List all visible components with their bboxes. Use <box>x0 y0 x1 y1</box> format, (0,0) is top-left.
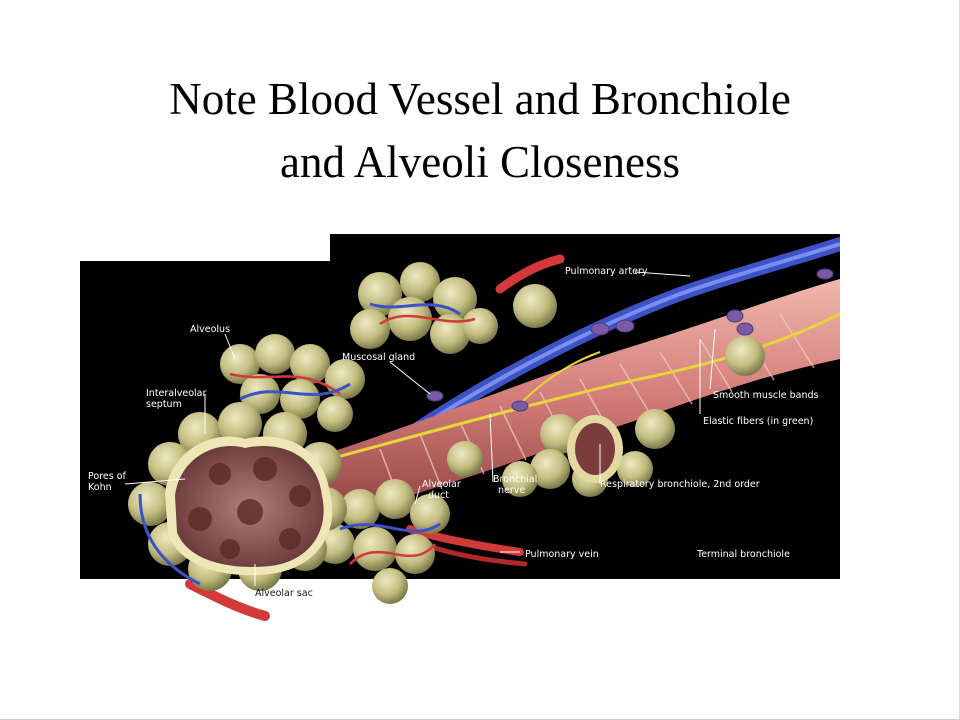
alveoli-cluster-left <box>220 334 365 432</box>
bronchial-nerve-fiber <box>329 312 840 461</box>
illustration-svg: Pulmonary artery Alveolus Muscosal gland… <box>80 234 840 630</box>
label-pulmonary-vein: Pulmonary vein <box>525 549 599 560</box>
alveolar-sac <box>128 402 347 591</box>
nerve-branch <box>519 351 601 405</box>
label-terminal-bronchiole: Terminal bronchiole <box>696 549 790 560</box>
respiratory-bronchiole-lumen <box>575 423 615 475</box>
pulmonary-artery-highlight <box>408 242 840 436</box>
label-leader-lines <box>124 271 716 586</box>
label-alveolar-duct-2: duct <box>428 490 449 501</box>
label-bronchial-nerve-2: nerve <box>498 485 525 496</box>
label-alveolar-sac: Alveolar sac <box>255 588 313 599</box>
label-interalveolar-septum-1: Interalveolar <box>146 388 206 399</box>
label-respiratory-bronchiole: Respiratory bronchiole, 2nd order <box>600 479 760 490</box>
alveoli-cluster-top <box>350 262 557 354</box>
lung-anatomy-illustration: Pulmonary artery Alveolus Muscosal gland… <box>80 234 840 630</box>
label-elastic-fibers: Elastic fibers (in green) <box>703 416 813 427</box>
figure-background-top <box>330 234 840 261</box>
label-mucosal-gland: Muscosal gland <box>342 352 415 363</box>
title-line-1: Note Blood Vessel and Bronchiole <box>169 74 791 124</box>
mucosal-gland-cells <box>426 268 834 412</box>
vessel-red-bottom <box>185 579 270 621</box>
bronchiole-tube <box>310 279 840 519</box>
title-line-2: and Alveoli Closeness <box>280 137 680 187</box>
label-pulmonary-artery: Pulmonary artery <box>565 266 648 277</box>
label-pores-of-kohn-1: Pores of <box>88 471 127 482</box>
label-alveolus: Alveolus <box>190 324 230 335</box>
label-interalveolar-septum-2: septum <box>146 399 182 410</box>
label-alveolar-duct-1: Alveolar <box>422 479 461 490</box>
label-smooth-muscle-bands: Smooth muscle bands <box>713 390 819 401</box>
label-pores-of-kohn-2: Kohn <box>88 482 112 493</box>
slide-title: Note Blood Vessel and Bronchiole and Alv… <box>0 68 960 194</box>
vessel-red-top <box>495 254 565 294</box>
label-bronchial-nerve-1: Bronchial <box>493 474 537 485</box>
